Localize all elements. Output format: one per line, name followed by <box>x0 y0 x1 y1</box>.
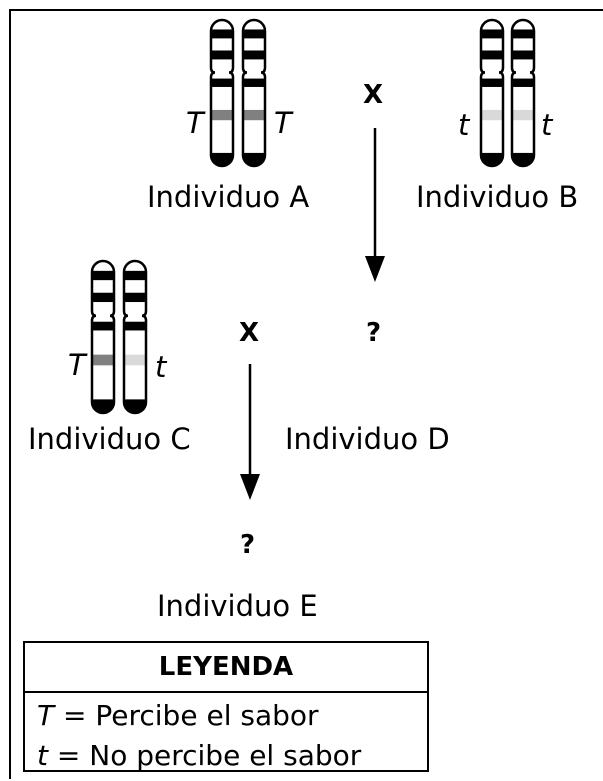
chromosome-b-right <box>510 18 536 168</box>
label-individuo-e: Individuo E <box>157 589 318 623</box>
legend-symbol-recessive: t <box>37 739 48 772</box>
label-individuo-b: Individuo B <box>416 180 579 214</box>
cross-arrow-ab-head <box>365 256 385 282</box>
allele-b-left: t <box>458 108 470 142</box>
legend-text-recessive: = No percibe el sabor <box>56 739 362 772</box>
chromosome-c-right <box>122 259 148 415</box>
allele-c-left: T <box>68 348 86 382</box>
cross-symbol-cd: X <box>239 318 260 348</box>
chromosome-a-right-allele-band <box>243 109 265 121</box>
allele-b-right: t <box>541 108 553 142</box>
legend-row-dominant: T = Percibe el sabor <box>25 696 427 736</box>
label-individuo-c: Individuo C <box>28 422 191 456</box>
cross-arrow-cd-head <box>240 474 260 500</box>
unknown-individual-d: ? <box>366 318 382 348</box>
label-individuo-a: Individuo A <box>147 180 310 214</box>
chromosome-a-right <box>241 18 267 168</box>
cross-symbol-ab: X <box>363 80 384 110</box>
legend-row-recessive: t = No percibe el sabor <box>25 736 427 776</box>
chromosome-a-left-allele-band <box>211 109 233 121</box>
unknown-individual-e: ? <box>240 530 256 560</box>
allele-c-right: t <box>155 350 167 384</box>
chromosome-b-right-allele-band <box>512 109 534 121</box>
legend-box: LEYENDA T = Percibe el sabor t = No perc… <box>23 641 429 772</box>
legend-text-dominant: = Percibe el sabor <box>63 699 319 732</box>
chromosome-c-left <box>90 259 116 415</box>
chromosome-c-left-allele-band <box>92 354 114 366</box>
label-individuo-d: Individuo D <box>285 422 450 456</box>
chromosome-a-left <box>209 18 235 168</box>
figure-frame <box>9 9 603 779</box>
chromosome-b-left <box>479 18 505 168</box>
chromosome-b-left-allele-band <box>481 109 503 121</box>
legend-symbol-dominant: T <box>37 699 55 732</box>
chromosome-c-right-allele-band <box>124 354 146 366</box>
legend-title: LEYENDA <box>25 643 427 693</box>
allele-a-left: T <box>186 106 204 140</box>
allele-a-right: T <box>274 106 292 140</box>
